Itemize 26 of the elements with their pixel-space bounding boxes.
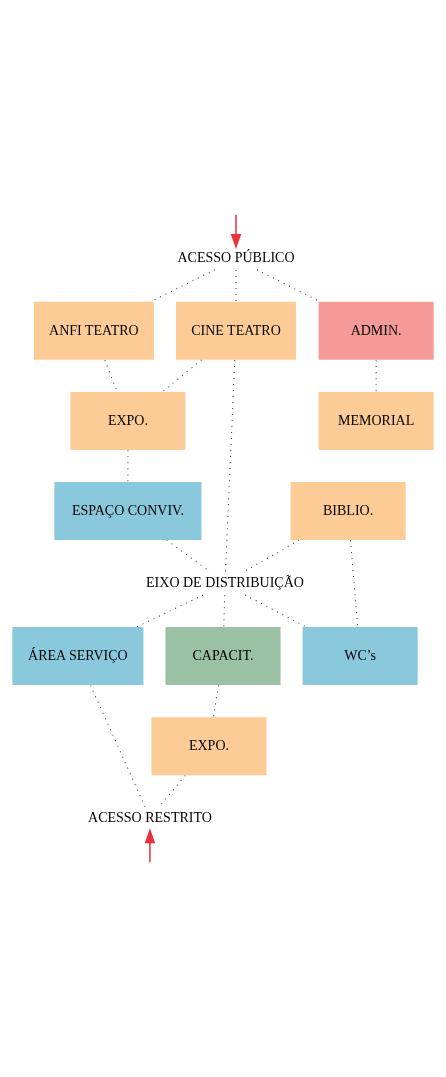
node-box: BIBLIO. <box>290 481 406 540</box>
connector <box>161 359 202 393</box>
connector <box>375 359 377 393</box>
node-text: ACESSO PÚBLICO <box>177 249 295 265</box>
node-box: ESPAÇO CONVIV. <box>54 481 202 540</box>
node-text: ACESSO RESTRITO <box>88 810 212 826</box>
connector <box>135 594 204 628</box>
connector <box>350 539 359 628</box>
node-box: MEMORIAL <box>318 391 434 450</box>
node-box: WC’s <box>302 627 418 686</box>
connector <box>90 684 146 808</box>
node-box: EXPO. <box>70 391 186 450</box>
connector <box>166 539 211 573</box>
arrow <box>230 214 242 249</box>
node-box: ADMIN. <box>318 301 434 360</box>
connector <box>223 594 226 628</box>
connector <box>244 594 307 628</box>
node-box: ÁREA SERVIÇO <box>12 627 144 686</box>
arrow <box>144 828 156 863</box>
connector <box>213 684 219 718</box>
node-box: EXPO. <box>151 717 267 776</box>
node-box: CAPACIT. <box>165 627 281 686</box>
node-text: EIXO DE DISTRIBUIÇÃO <box>146 575 304 591</box>
connector <box>224 359 236 573</box>
node-box: ANFI TEATRO <box>33 301 154 360</box>
node-box: CINE TEATRO <box>175 301 297 360</box>
